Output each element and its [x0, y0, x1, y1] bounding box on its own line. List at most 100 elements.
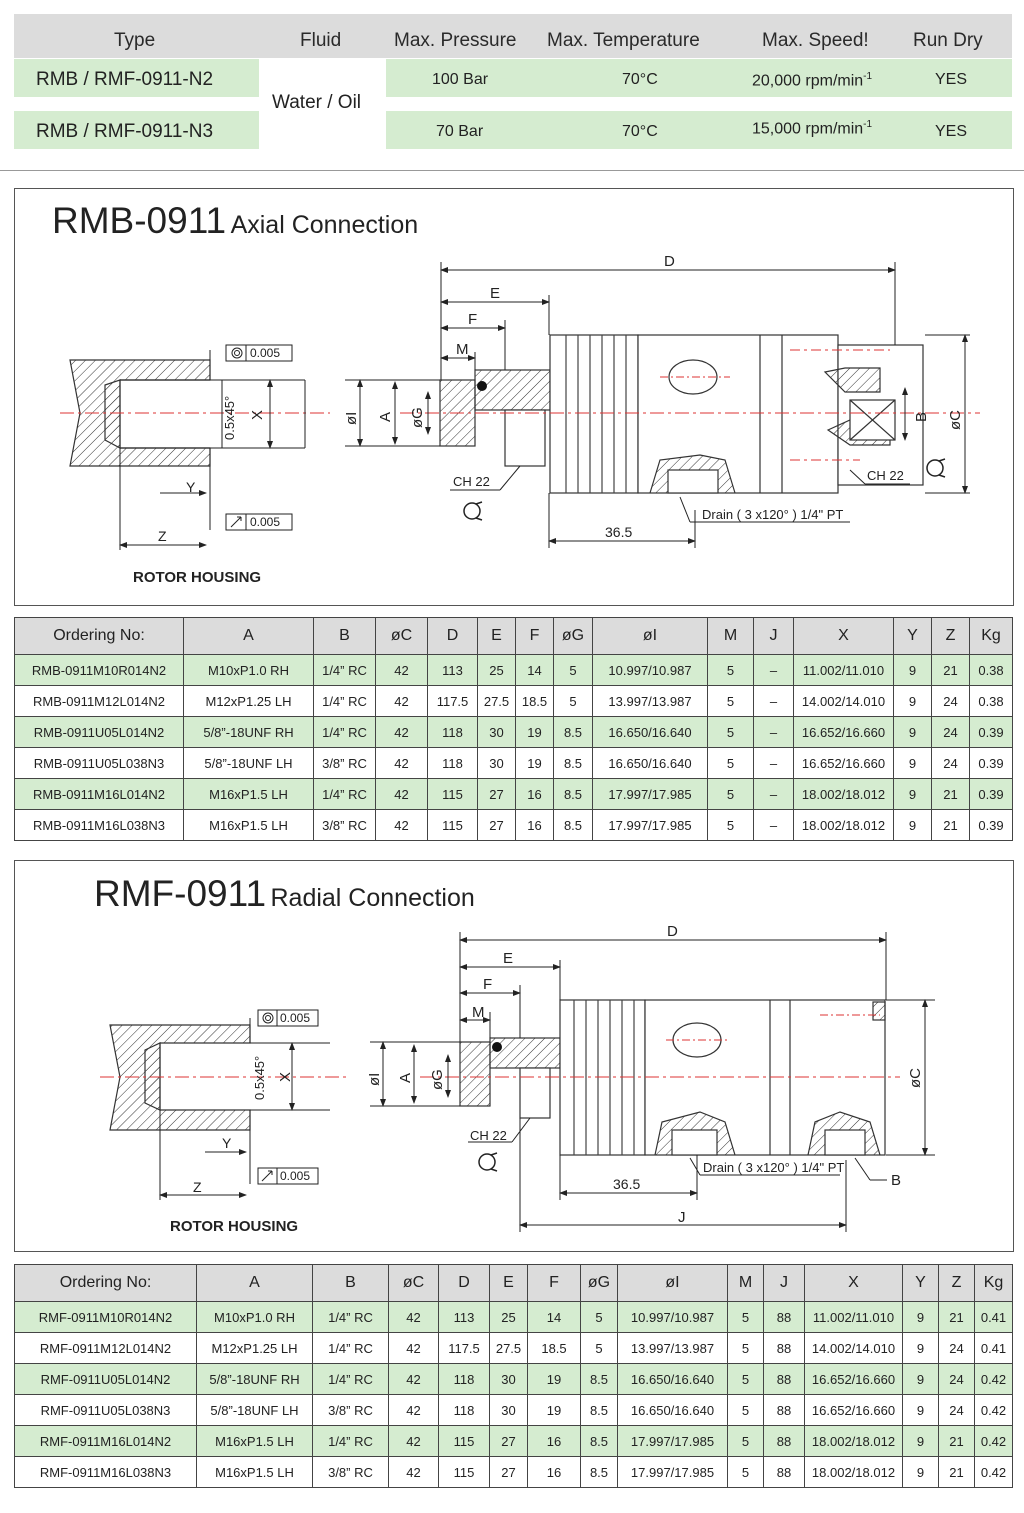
- rmb-col-header: F: [515, 617, 554, 655]
- table-cell: 8.5: [553, 747, 593, 779]
- table-cell: 8.5: [580, 1456, 618, 1488]
- table-cell: 17.997/17.985: [617, 1456, 728, 1488]
- rmb-rotary-joint-body: [439, 334, 924, 494]
- table-cell: 5/8”-18UNF RH: [196, 1363, 313, 1395]
- table-cell: 0.42: [974, 1394, 1013, 1426]
- table-cell: 42: [388, 1456, 439, 1488]
- table-cell: 16: [527, 1425, 581, 1457]
- rmf-dim-a: A: [397, 1073, 414, 1083]
- rmb-ch22-right: CH 22: [867, 468, 904, 483]
- rmb-col-header: M: [707, 617, 754, 655]
- rmf-dim-i: øI: [366, 1073, 383, 1086]
- table-cell: RMF-0911U05L038N3: [14, 1394, 197, 1426]
- table-cell: 18.002/18.012: [804, 1425, 903, 1457]
- rmf-title: RMF-0911 Radial Connection: [94, 873, 475, 915]
- rmf-dim-m: M: [472, 1004, 485, 1021]
- spec-header-speed: Max. Speed!: [762, 30, 869, 51]
- table-cell: M16xP1.5 LH: [196, 1425, 313, 1457]
- spec-row-2-speed: 15,000 rpm/min-1: [752, 119, 873, 138]
- table-cell: 21: [931, 778, 970, 810]
- rmf-housing-label: ROTOR HOUSING: [170, 1218, 298, 1235]
- table-cell: 0.42: [974, 1456, 1013, 1488]
- rmf-col-header: Ordering No:: [14, 1264, 197, 1302]
- rmb-col-header: øG: [553, 617, 593, 655]
- rmb-subtitle: Axial Connection: [230, 211, 419, 239]
- table-cell: 5: [580, 1301, 618, 1333]
- table-cell: 3/8” RC: [313, 809, 376, 841]
- table-cell: RMB-0911U05L038N3: [14, 747, 184, 779]
- table-cell: 17.997/17.985: [617, 1425, 728, 1457]
- table-cell: 18.002/18.012: [804, 1456, 903, 1488]
- section-divider: [0, 170, 1024, 171]
- table-cell: 24: [938, 1332, 975, 1364]
- table-cell: 14.002/14.010: [804, 1332, 903, 1364]
- table-cell: 42: [388, 1425, 439, 1457]
- table-cell: 24: [931, 685, 970, 717]
- table-cell: –: [753, 809, 794, 841]
- table-cell: M10xP1.0 RH: [196, 1301, 313, 1333]
- rmf-dim-j: J: [678, 1209, 686, 1226]
- rmb-col-header: Kg: [969, 617, 1013, 655]
- table-cell: RMB-0911M12L014N2: [14, 685, 184, 717]
- table-cell: 10.997/10.987: [617, 1301, 728, 1333]
- rmb-dim-i: øI: [343, 412, 360, 425]
- table-cell: 16: [527, 1456, 581, 1488]
- table-cell: 9: [902, 1425, 939, 1457]
- table-cell: 5/8”-18UNF RH: [183, 716, 314, 748]
- table-cell: 25: [489, 1301, 528, 1333]
- table-cell: 9: [893, 716, 932, 748]
- rmf-col-header: D: [438, 1264, 490, 1302]
- table-cell: 16: [515, 809, 554, 841]
- table-cell: 9: [902, 1456, 939, 1488]
- table-cell: 3/8” RC: [313, 747, 376, 779]
- table-cell: 115: [427, 809, 478, 841]
- rmf-col-header: X: [804, 1264, 903, 1302]
- table-cell: 117.5: [427, 685, 478, 717]
- table-cell: 17.997/17.985: [592, 778, 708, 810]
- table-cell: 0.42: [974, 1363, 1013, 1395]
- table-cell: M16xP1.5 LH: [196, 1456, 313, 1488]
- table-cell: 18.5: [527, 1332, 581, 1364]
- table-cell: 8.5: [580, 1425, 618, 1457]
- table-cell: 17.997/17.985: [592, 809, 708, 841]
- table-cell: 18.5: [515, 685, 554, 717]
- table-cell: 9: [902, 1332, 939, 1364]
- table-cell: 5: [707, 716, 754, 748]
- table-cell: RMF-0911M10R014N2: [14, 1301, 197, 1333]
- rmf-col-header: J: [763, 1264, 805, 1302]
- table-cell: 5: [707, 654, 754, 686]
- table-cell: 88: [763, 1456, 805, 1488]
- table-cell: 5: [727, 1394, 764, 1426]
- table-cell: 8.5: [580, 1394, 618, 1426]
- table-cell: 3/8” RC: [312, 1456, 389, 1488]
- table-cell: 1/4” RC: [312, 1301, 389, 1333]
- table-cell: 16: [515, 778, 554, 810]
- spec-header-type: Type: [114, 30, 156, 51]
- table-cell: 118: [427, 716, 478, 748]
- rmb-col-header: Z: [931, 617, 970, 655]
- rmf-dim-d: D: [667, 923, 678, 940]
- rmb-col-header: Y: [893, 617, 932, 655]
- table-cell: 11.002/11.010: [804, 1301, 903, 1333]
- table-cell: 42: [388, 1332, 439, 1364]
- spec-header-fluid: Fluid: [300, 30, 342, 51]
- table-cell: 14: [527, 1301, 581, 1333]
- table-cell: 24: [931, 716, 970, 748]
- spec-row-1-type: RMB / RMF-0911-N2: [36, 69, 214, 90]
- table-cell: 0.39: [969, 747, 1013, 779]
- rmb-dim-y: Y: [186, 479, 196, 495]
- table-cell: 1/4” RC: [312, 1332, 389, 1364]
- rmb-col-header: J: [753, 617, 794, 655]
- spec-row-2-dry: YES: [935, 123, 968, 140]
- rmf-col-header: Z: [938, 1264, 975, 1302]
- table-cell: 14: [515, 654, 554, 686]
- table-cell: 5/8”-18UNF LH: [183, 747, 314, 779]
- table-cell: 5: [580, 1332, 618, 1364]
- table-cell: 9: [893, 809, 932, 841]
- table-cell: 21: [931, 809, 970, 841]
- table-cell: 113: [438, 1301, 490, 1333]
